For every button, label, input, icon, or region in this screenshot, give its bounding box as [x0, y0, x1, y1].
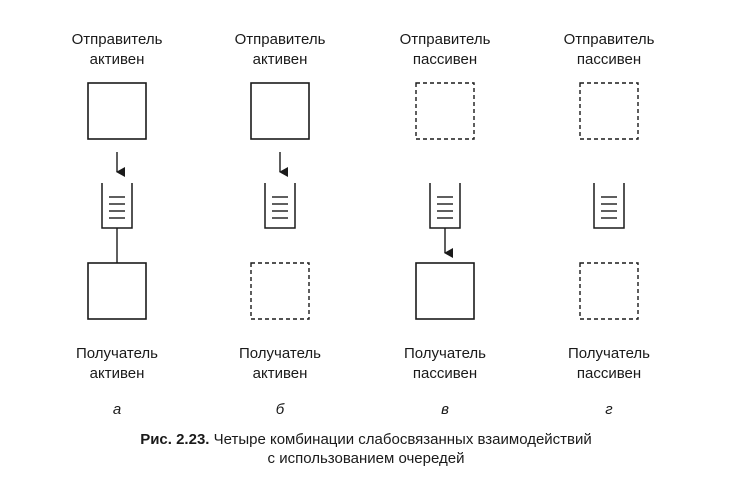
sender-label: Отправитель	[235, 31, 326, 48]
sender-box	[87, 82, 147, 140]
sender-box	[415, 82, 475, 140]
receiver-box	[579, 262, 639, 320]
receiver-state: пассивен	[577, 365, 641, 382]
queue-icon	[593, 183, 625, 229]
sender-box	[579, 82, 639, 140]
figure-caption: Рис. 2.23. Четыре комбинации слабосвязан…	[0, 430, 732, 449]
sender-label: Отправитель	[72, 31, 163, 48]
receiver-label: Получатель	[76, 345, 158, 362]
sender-state: пассивен	[577, 51, 641, 68]
queue-icon	[101, 183, 133, 229]
sender-state: активен	[90, 51, 145, 68]
sender-state: активен	[253, 51, 308, 68]
column-sublabel: г	[605, 401, 613, 418]
sender-box	[250, 82, 310, 140]
column-sublabel: б	[276, 401, 285, 418]
receiver-label: Получатель	[239, 345, 321, 362]
figure-caption-line2: с использованием очередей	[267, 450, 465, 467]
column-sublabel: в	[441, 401, 449, 418]
receiver-label: Получатель	[404, 345, 486, 362]
receiver-box	[250, 262, 310, 320]
receiver-box	[415, 262, 475, 320]
sender-state: пассивен	[413, 51, 477, 68]
column-sublabel: а	[113, 401, 121, 418]
queue-icon	[264, 183, 296, 229]
receiver-state: пассивен	[413, 365, 477, 382]
caption-number: Рис. 2.23.	[140, 431, 210, 448]
caption-line1: Четыре комбинации слабосвязанных взаимод…	[213, 431, 592, 448]
sender-label: Отправитель	[400, 31, 491, 48]
sender-label: Отправитель	[564, 31, 655, 48]
receiver-state: активен	[90, 365, 145, 382]
receiver-box	[87, 262, 147, 320]
receiver-label: Получатель	[568, 345, 650, 362]
receiver-state: активен	[253, 365, 308, 382]
queue-icon	[429, 183, 461, 229]
